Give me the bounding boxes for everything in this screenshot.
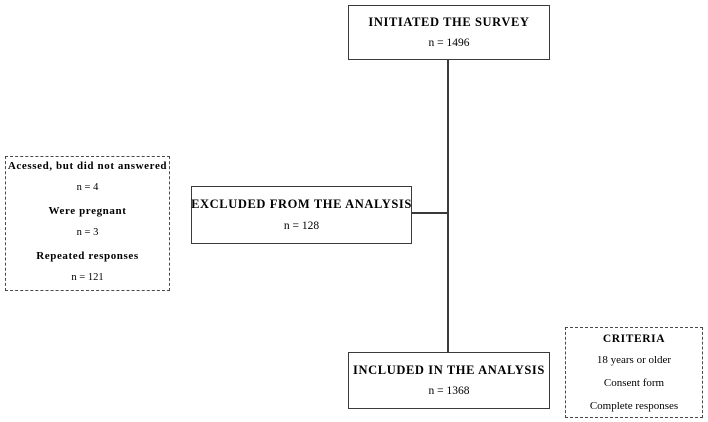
- exclusion-reason-label-0: Acessed, but did not answered: [7, 160, 168, 173]
- node-excluded-count: n = 128: [283, 219, 320, 232]
- exclusion-reason-count-0: n = 4: [76, 181, 99, 193]
- node-initiated-the-survey: INITIATED THE SURVEY n = 1496: [348, 5, 550, 60]
- node-included-title: INCLUDED IN THE ANALYSIS: [353, 362, 545, 377]
- connector-excluded-branch: [412, 212, 448, 214]
- node-excluded-title: EXCLUDED FROM THE ANALYSIS: [191, 197, 412, 211]
- connector-trunk-vertical: [447, 60, 449, 352]
- criteria-item-1: Consent form: [603, 376, 665, 389]
- criteria-title: CRITERIA: [602, 332, 666, 345]
- node-exclusion-reasons: Acessed, but did not answered n = 4 Were…: [5, 156, 170, 291]
- node-initiated-title: INITIATED THE SURVEY: [368, 14, 530, 29]
- criteria-item-0: 18 years or older: [596, 354, 672, 367]
- node-criteria: CRITERIA 18 years or older Consent form …: [565, 327, 703, 418]
- exclusion-reason-label-1: Were pregnant: [48, 205, 127, 218]
- exclusion-reason-label-2: Repeated responses: [36, 249, 139, 262]
- node-included-count: n = 1368: [428, 385, 470, 398]
- exclusion-reason-count-2: n = 121: [71, 271, 104, 283]
- node-included-in-the-analysis: INCLUDED IN THE ANALYSIS n = 1368: [348, 352, 550, 409]
- exclusion-reason-count-1: n = 3: [76, 226, 99, 238]
- node-initiated-count: n = 1496: [428, 37, 470, 50]
- criteria-item-2: Complete responses: [589, 399, 679, 412]
- node-excluded-from-the-analysis: EXCLUDED FROM THE ANALYSIS n = 128: [191, 186, 412, 244]
